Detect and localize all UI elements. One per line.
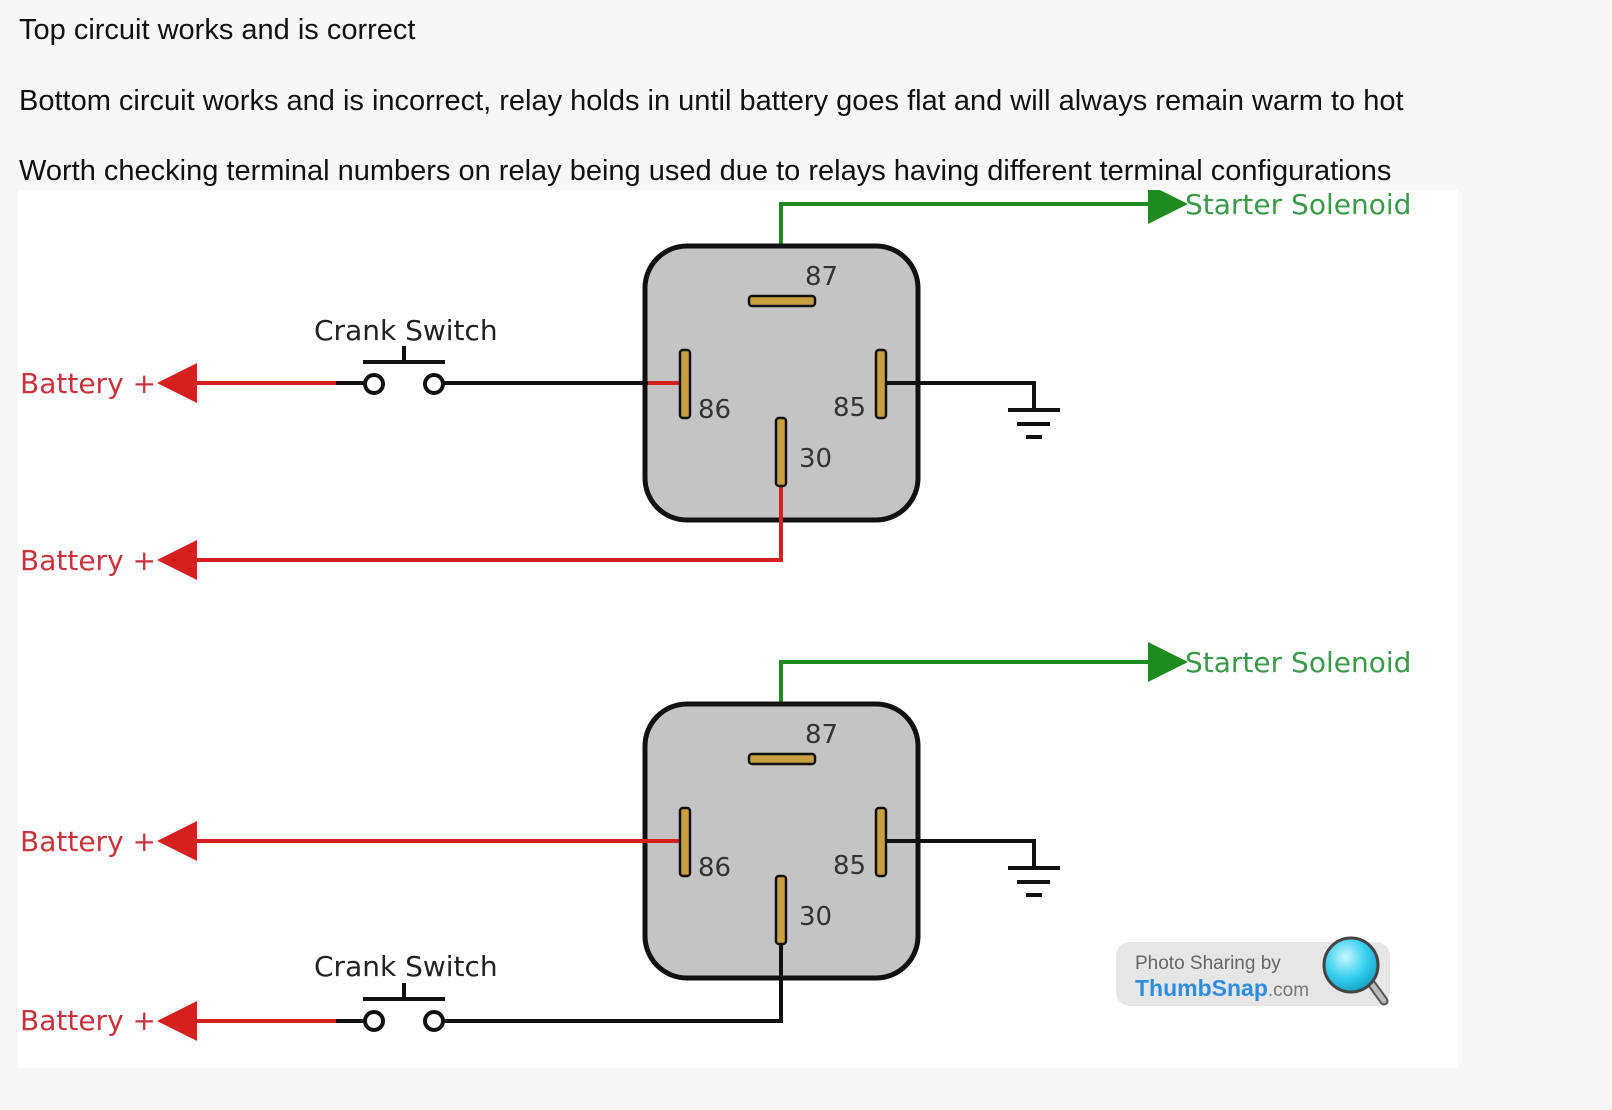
bottom-circuit: Starter Solenoid Battery + Crank Switch … <box>20 642 1411 1041</box>
battery-label: Battery + <box>20 367 156 400</box>
post-text-line: Bottom circuit works and is incorrect, r… <box>19 85 1404 117</box>
relay-pin-85 <box>874 806 888 878</box>
ground-wire <box>880 839 1036 867</box>
crank-switch-label: Crank Switch <box>314 314 498 347</box>
pin-label-30: 30 <box>799 902 832 932</box>
watermark-brand: ThumbSnap.com <box>1135 975 1309 1001</box>
crank-switch-symbol <box>363 983 445 1032</box>
pin-label-85: 85 <box>833 851 866 881</box>
post-text-line: Worth checking terminal numbers on relay… <box>19 155 1392 187</box>
relay-pin-87 <box>747 752 817 766</box>
relay-pin-86 <box>678 806 692 878</box>
battery-wire <box>157 486 783 580</box>
relay-pin-85 <box>874 348 888 420</box>
relay-pin-87 <box>747 294 817 308</box>
relay-pin-30 <box>774 874 788 946</box>
crank-switch-symbol <box>363 346 445 395</box>
pin-label-86: 86 <box>698 395 731 425</box>
pin-label-87: 87 <box>805 262 838 292</box>
ground-icon <box>1008 866 1060 897</box>
pin-label-86: 86 <box>698 853 731 883</box>
magnifier-icon <box>1322 936 1389 1006</box>
ground-wire <box>880 381 1036 409</box>
crank-switch-label: Crank Switch <box>314 950 498 983</box>
pin-label-87: 87 <box>805 720 838 750</box>
starter-solenoid-label: Starter Solenoid <box>1185 190 1411 221</box>
starter-solenoid-label: Starter Solenoid <box>1185 646 1411 679</box>
battery-label: Battery + <box>20 544 156 577</box>
watermark-brand-name: ThumbSnap <box>1135 975 1268 1001</box>
pin-label-30: 30 <box>799 444 832 474</box>
battery-label: Battery + <box>20 825 156 858</box>
switch-to-relay-wire <box>443 944 783 1023</box>
pin-label-85: 85 <box>833 393 866 423</box>
relay-pin-30 <box>774 416 788 488</box>
battery-label: Battery + <box>20 1004 156 1037</box>
thumbsnap-watermark: Photo Sharing by ThumbSnap.com <box>1116 936 1390 1006</box>
ground-icon <box>1008 408 1060 439</box>
top-circuit: Starter Solenoid Battery + Crank Switch … <box>20 190 1411 580</box>
wiring-diagram-image: Starter Solenoid Battery + Crank Switch … <box>18 190 1458 1068</box>
post-text-line: Top circuit works and is correct <box>19 14 416 46</box>
relay-pin-86 <box>678 348 692 420</box>
watermark-suffix: .com <box>1268 980 1309 1001</box>
watermark-line1: Photo Sharing by <box>1135 953 1281 974</box>
